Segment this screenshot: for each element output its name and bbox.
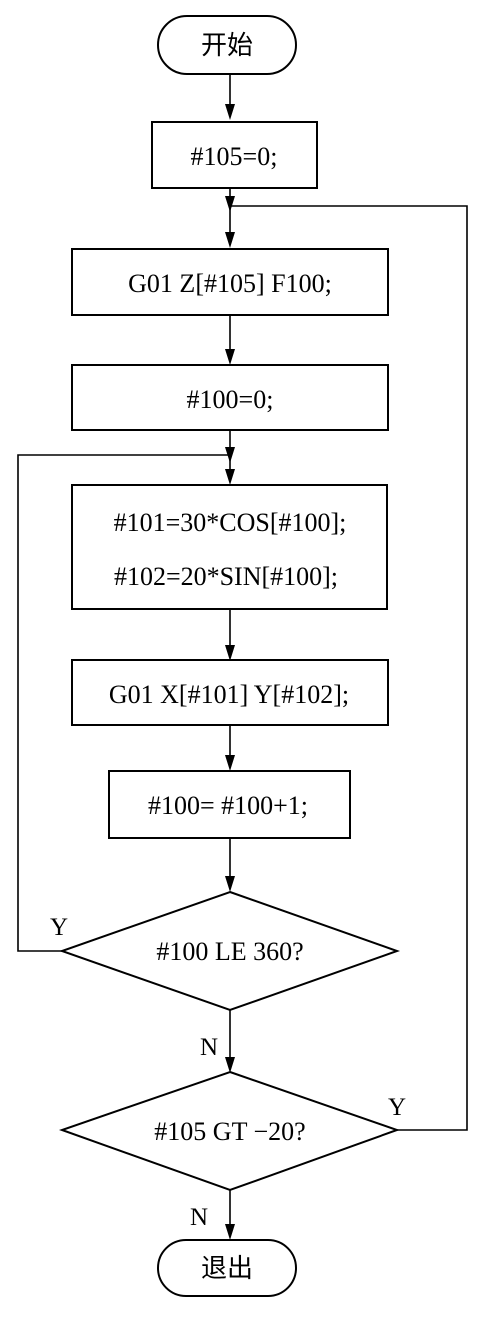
process-init-z-label: #105=0; [191, 142, 278, 171]
end-terminator [157, 1239, 297, 1297]
loop-inner-back [17, 454, 230, 952]
arrowhead-move-xy-increment [225, 755, 235, 771]
process-init-angle-label: #100=0; [187, 385, 274, 414]
start-terminator [157, 15, 297, 75]
process-move-z-label: G01 Z[#105] F100; [128, 269, 332, 298]
arrowhead-calc-move-xy [225, 645, 235, 661]
arrowhead-outer-join [225, 196, 235, 212]
no-label-depth: N [190, 1204, 208, 1231]
loop-outer-back [230, 205, 468, 1131]
arrowhead-start-init [225, 104, 235, 120]
arrowhead-move-z-init-angle [225, 349, 235, 365]
process-increment [108, 770, 351, 839]
yes-label-angle: Y [50, 914, 68, 941]
arrowhead-increment-decision-angle [225, 876, 235, 892]
process-increment-label: #100= #100+1; [148, 791, 308, 820]
no-label-angle: N [200, 1034, 218, 1061]
arrowhead-decision-angle-depth [225, 1057, 235, 1073]
yes-label-depth: Y [388, 1094, 406, 1121]
process-calc-x-label: #101=30*COS[#100]; [114, 508, 347, 537]
start-label: 开始 [201, 31, 253, 60]
process-calc-xy [71, 484, 388, 610]
decision-depth-label: #105 GT −20? [154, 1117, 305, 1146]
process-move-xy-label: G01 X[#101] Y[#102]; [109, 680, 349, 709]
process-init-z [151, 121, 318, 189]
process-init-angle [71, 364, 389, 431]
arrowhead-init-move-z [225, 232, 235, 248]
decision-angle-label: #100 LE 360? [156, 937, 303, 966]
arrowhead-init-angle-calc [225, 469, 235, 485]
arrowhead-decision-depth-end [225, 1224, 235, 1240]
process-calc-y-label: #102=20*SIN[#100]; [114, 562, 338, 591]
end-label: 退出 [201, 1254, 253, 1283]
